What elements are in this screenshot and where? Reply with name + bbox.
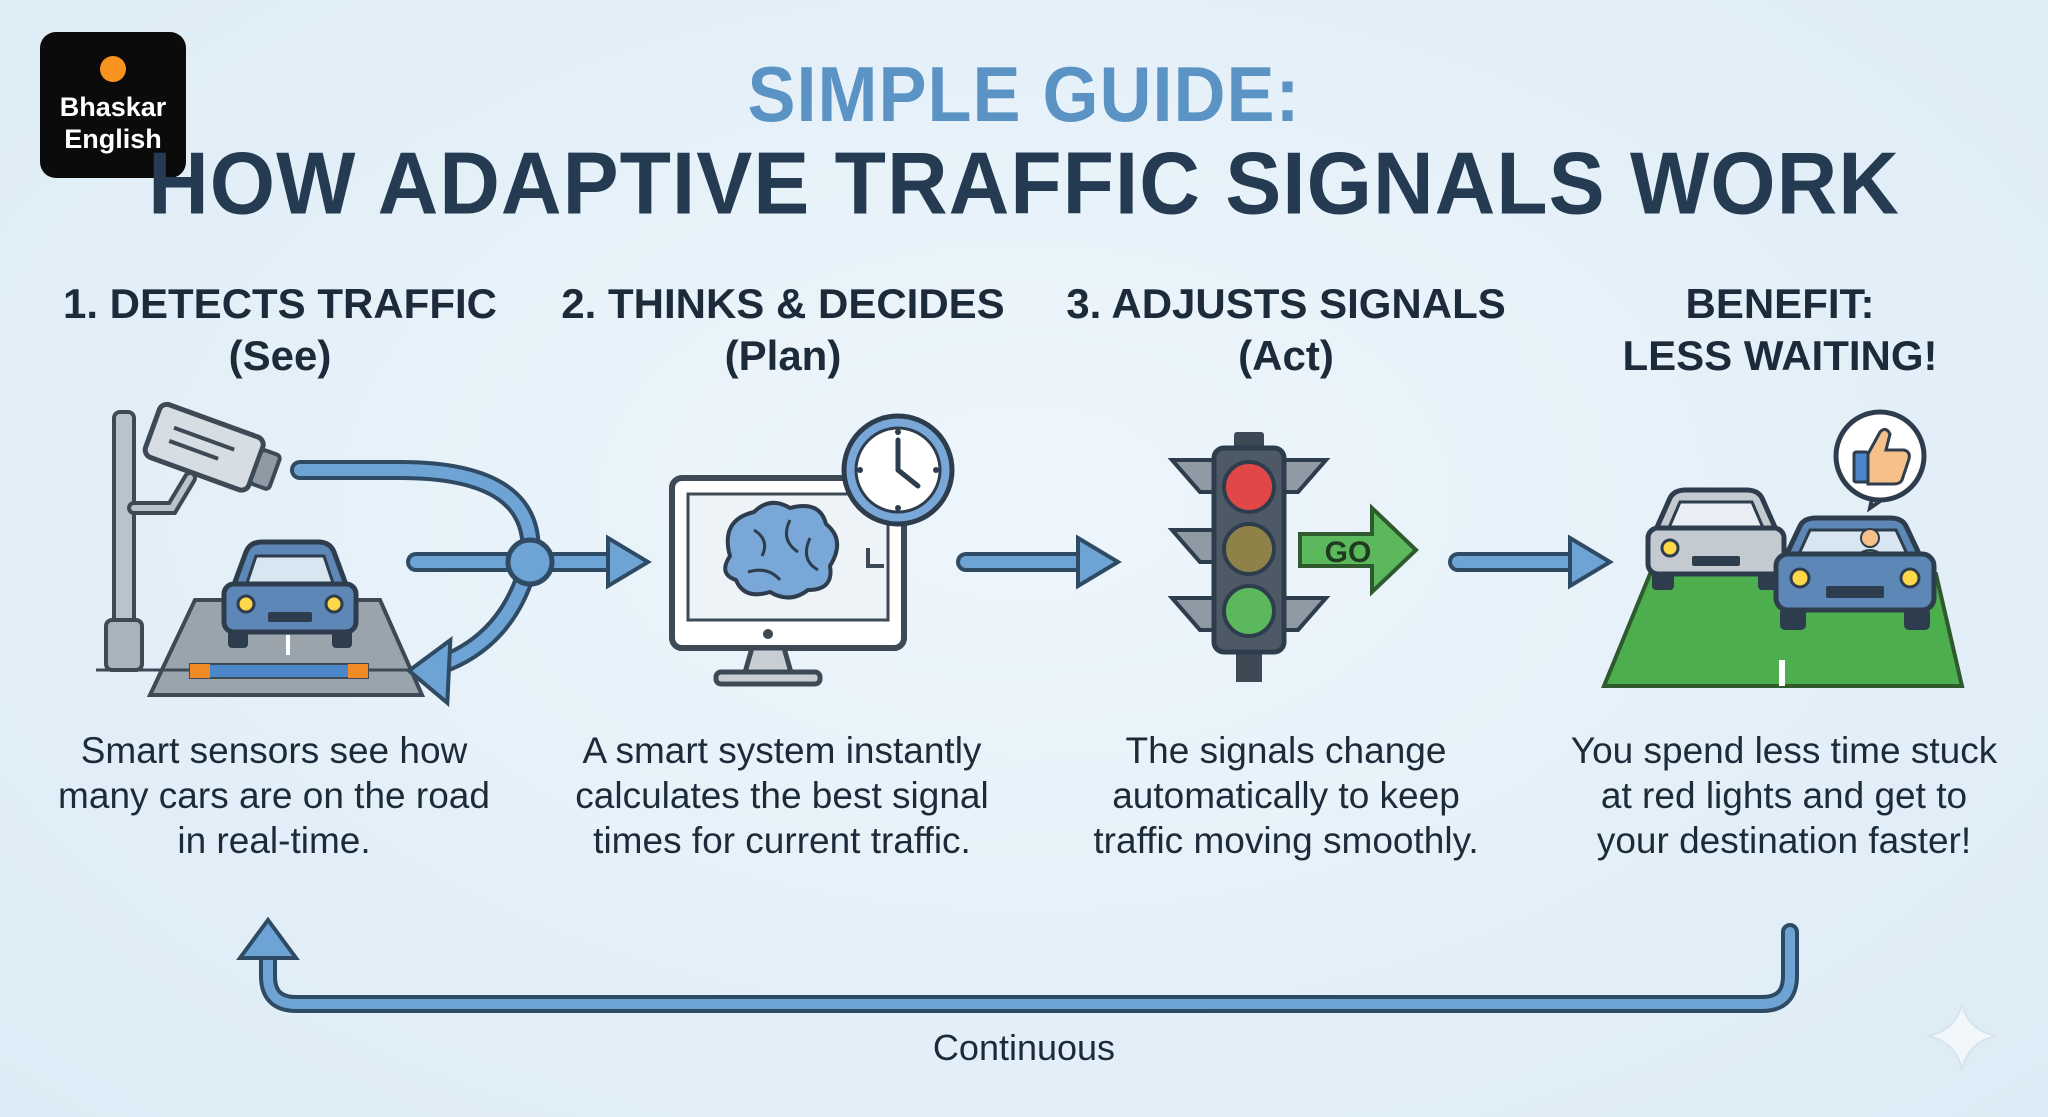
- step-3-description: The signals change automatically to keep…: [1093, 730, 1479, 861]
- thumbs-up-speech-bubble-icon: [1833, 409, 1927, 513]
- benefit-heading: BENEFIT: LESS WAITING!: [1530, 278, 2030, 382]
- data-flow-arrows: [290, 460, 652, 707]
- blue-car-with-driver-icon: [1773, 515, 1937, 630]
- step-1-subtitle: (See): [228, 332, 332, 379]
- benefit-title: BENEFIT:: [1685, 280, 1875, 327]
- clock-icon: [841, 413, 955, 568]
- step-3-subtitle: (Act): [1238, 332, 1334, 379]
- sun-icon: [100, 56, 126, 82]
- step-1-heading: 1. DETECTS TRAFFIC (See): [30, 278, 530, 382]
- step-2-heading: 2. THINKS & DECIDES (Plan): [533, 278, 1033, 382]
- go-arrow-icon: GO: [1298, 503, 1419, 597]
- step-1-title: 1. DETECTS TRAFFIC: [62, 280, 497, 327]
- title-line-1: SIMPLE GUIDE:: [747, 51, 1301, 139]
- step-2-description: A smart system instantly calculates the …: [575, 730, 989, 861]
- continuous-label: Continuous: [932, 1027, 1116, 1068]
- step-1-description: Smart sensors see how many cars are on t…: [58, 730, 490, 861]
- traffic-light-icon: [1167, 432, 1331, 682]
- step-3-title: 3. ADJUSTS SIGNALS: [1066, 280, 1506, 327]
- brain-icon: [723, 500, 839, 600]
- flow-arrow-3-to-benefit: [1448, 534, 1614, 590]
- brand-logo: Bhaskar English: [40, 32, 186, 178]
- go-label: GO: [1325, 536, 1372, 569]
- sparkle-icon: [1927, 1003, 1997, 1071]
- car-icon: [221, 539, 359, 648]
- traffic-camera-icon: [104, 401, 282, 672]
- grey-car-icon: [1645, 487, 1787, 590]
- continuous-loop-arrow: [236, 916, 1799, 1013]
- logo-line-1: Bhaskar: [59, 92, 167, 122]
- step-2-subtitle: (Plan): [724, 332, 842, 379]
- logo-line-2: English: [64, 124, 162, 154]
- step-3-heading: 3. ADJUSTS SIGNALS (Act): [1036, 278, 1536, 382]
- flow-arrow-2-to-3: [956, 534, 1122, 590]
- benefit-subtitle: LESS WAITING!: [1622, 332, 1938, 379]
- step-2-title: 2. THINKS & DECIDES: [561, 280, 1005, 327]
- benefit-description: You spend less time stuck at red lights …: [1570, 730, 1998, 861]
- title-line-2: HOW ADAPTIVE TRAFFIC SIGNALS WORK: [148, 133, 1900, 233]
